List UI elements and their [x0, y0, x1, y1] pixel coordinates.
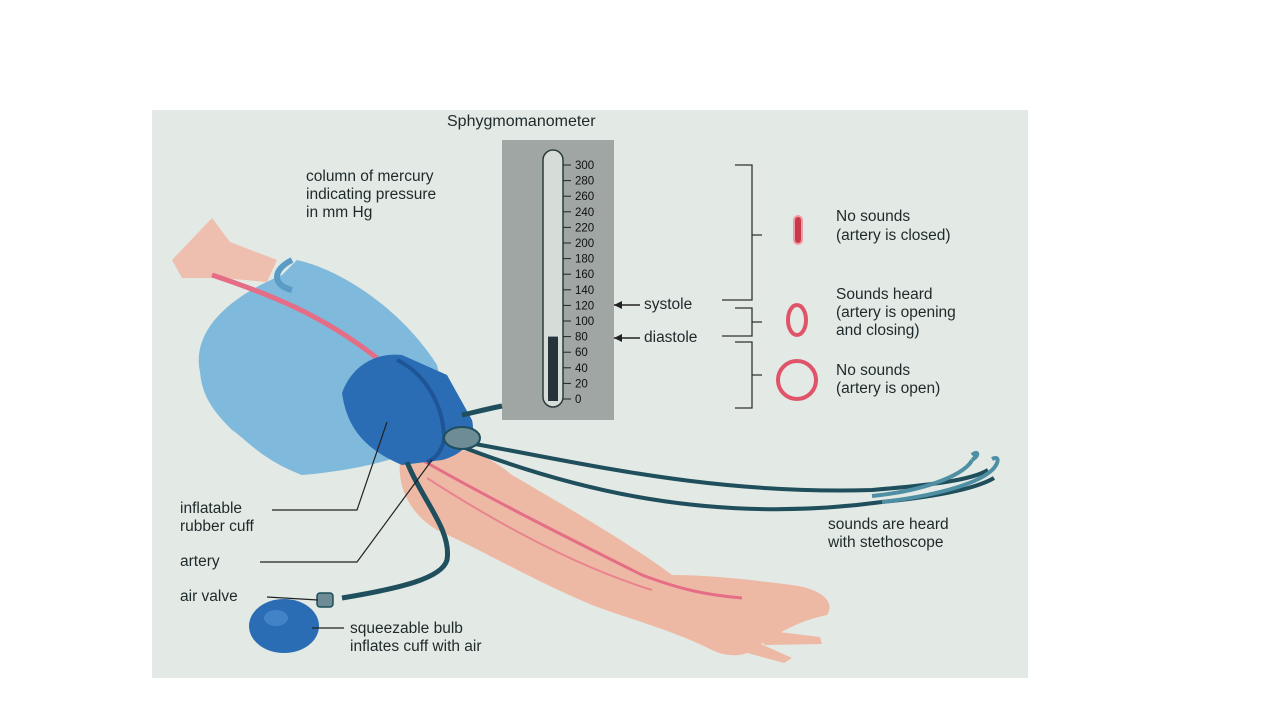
scale-tick-label: 0: [575, 394, 581, 406]
artery-upper: [211, 272, 379, 360]
state-open-line-1: No sounds: [836, 362, 911, 379]
scale-tick-label: 300: [575, 160, 594, 172]
scale-tick-label: 40: [575, 363, 588, 375]
scale-tick-label: 60: [575, 347, 588, 359]
scale-tick-label: 260: [575, 191, 594, 203]
bulb-tube: [341, 461, 451, 601]
stethoscope-chestpiece: [443, 426, 481, 450]
scale-tick-label: 180: [575, 254, 594, 266]
artery-closed-icon: [793, 215, 803, 245]
state-closed-line-2: (artery is closed): [836, 227, 951, 244]
mercury-column: [548, 336, 558, 401]
pressure-scale: 3002802602402202001801601401201008060402…: [563, 160, 594, 406]
column-label-line-1: column of mercury: [306, 168, 434, 185]
column-label-line-2: indicating pressure: [306, 186, 437, 203]
state-partial-line-1: Sounds heard: [836, 286, 933, 303]
scale-tick-label: 220: [575, 222, 594, 234]
air-valve: [316, 592, 334, 608]
bulb-label-line-2: inflates cuff with air: [350, 638, 482, 655]
artery-partial-icon: [786, 303, 808, 337]
squeezable-bulb: [249, 599, 319, 653]
diastole-label: diastole: [644, 329, 698, 346]
stethoscope-tube: [451, 438, 990, 493]
scale-tick-label: 280: [575, 176, 594, 188]
systole-label: systole: [644, 296, 693, 313]
scale-tick-label: 20: [575, 378, 588, 390]
forearm: [399, 449, 830, 656]
diagram-title: Sphygmomanometer: [447, 113, 596, 130]
cuff-label-line-2: rubber cuff: [180, 518, 254, 535]
artery-open-icon: [776, 359, 818, 401]
scale-tick-label: 80: [575, 332, 588, 344]
cuff-label-line-1: inflatable: [180, 500, 243, 517]
illustration: 3002802602402202001801601401201008060402…: [172, 140, 1000, 663]
bulb-label-line-1: squeezable bulb: [350, 620, 463, 637]
state-partial-line-2: (artery is opening: [836, 304, 956, 321]
cuff: [342, 354, 473, 465]
scale-tick-label: 200: [575, 238, 594, 250]
scale-tick-label: 120: [575, 300, 594, 312]
scale-tick-label: 140: [575, 285, 594, 297]
scale-tick-label: 100: [575, 316, 594, 328]
scale-tick-label: 160: [575, 269, 594, 281]
artery-forearm: [421, 458, 743, 600]
state-partial-line-3: and closing): [836, 322, 920, 339]
shoulder-skin: [172, 218, 277, 282]
scale-tick-label: 240: [575, 207, 594, 219]
column-label-line-3: in mm Hg: [306, 204, 373, 221]
stethoscope-label-line-2: with stethoscope: [828, 534, 944, 551]
stethoscope-label-line-1: sounds are heard: [828, 516, 949, 533]
state-closed-line-1: No sounds: [836, 208, 911, 225]
air-valve-label: air valve: [180, 588, 238, 605]
state-open-line-2: (artery is open): [836, 380, 941, 397]
stethoscope-earpieces: [871, 450, 1000, 504]
artery-label: artery: [180, 553, 220, 570]
